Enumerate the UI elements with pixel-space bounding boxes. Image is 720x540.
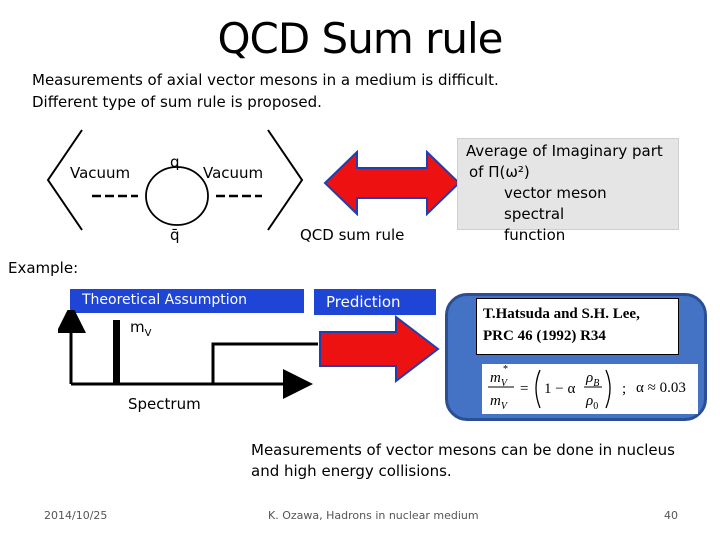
citation-line-2: PRC 46 (1992) R34	[483, 328, 606, 344]
formula-svg: mV * mV = 1 − α ρB ρ0 ;	[488, 364, 626, 412]
qcd-sum-rule-label: QCD sum rule	[300, 226, 405, 244]
theoretical-assumption-banner: Theoretical Assumption	[70, 289, 304, 313]
continuum-step	[211, 342, 318, 384]
average-line-1: Average of Imaginary part	[466, 142, 663, 160]
double-arrow-icon	[323, 150, 461, 216]
prediction-banner: Prediction	[314, 289, 436, 315]
conclusion-line-1: Measurements of vector mesons can be don…	[251, 441, 675, 459]
quark-loop	[145, 166, 209, 226]
average-note: Average of Imaginary part of Π(ω²) vecto…	[457, 138, 679, 244]
svg-text:;: ;	[622, 381, 626, 397]
citation-box: T.Hatsuda and S.H. Lee, PRC 46 (1992) R3…	[476, 298, 679, 355]
svg-text:=: =	[520, 381, 528, 397]
intro-line-1: Measurements of axial vector mesons in a…	[32, 71, 499, 89]
example-label: Example:	[8, 259, 79, 277]
vacuum-diagram	[46, 129, 304, 231]
slide-title: QCD Sum rule	[217, 14, 503, 63]
citation-line-1: T.Hatsuda and S.H. Lee,	[483, 306, 640, 322]
footer-page-number: 40	[664, 509, 678, 522]
right-arrow-icon	[319, 315, 440, 383]
average-line-2: of Π(ω²)	[469, 163, 530, 181]
vacuum-right-label: Vacuum	[203, 164, 264, 182]
meson-peak	[113, 320, 120, 384]
svg-text:ρB: ρB	[585, 370, 599, 389]
svg-text:*: *	[503, 364, 508, 375]
left-bracket	[46, 129, 83, 231]
intro-line-2: Different type of sum rule is proposed.	[32, 93, 322, 111]
mass-shift-formula: mV * mV = 1 − α ρB ρ0 ; α ≈ 0.03	[482, 364, 698, 414]
quark-label: q	[170, 153, 180, 171]
right-bracket	[267, 129, 304, 231]
antiquark-label: q̄	[170, 226, 180, 244]
average-line-4: function	[504, 226, 566, 244]
svg-text:1 − α: 1 − α	[544, 381, 575, 397]
conclusion-line-2: and high energy collisions.	[251, 462, 452, 480]
spectrum-plot	[58, 310, 318, 399]
footer-author: K. Ozawa, Hadrons in nuclear medium	[268, 509, 479, 522]
svg-text:mV: mV	[490, 393, 509, 412]
mv-label: mV	[130, 318, 152, 339]
svg-text:ρ0: ρ0	[585, 393, 598, 412]
vacuum-left-label: Vacuum	[70, 164, 131, 182]
average-line-3: vector meson spectral	[504, 184, 607, 223]
spectrum-label: Spectrum	[128, 395, 201, 413]
formula-alpha: α ≈ 0.03	[636, 380, 686, 396]
footer-date: 2014/10/25	[44, 509, 108, 522]
